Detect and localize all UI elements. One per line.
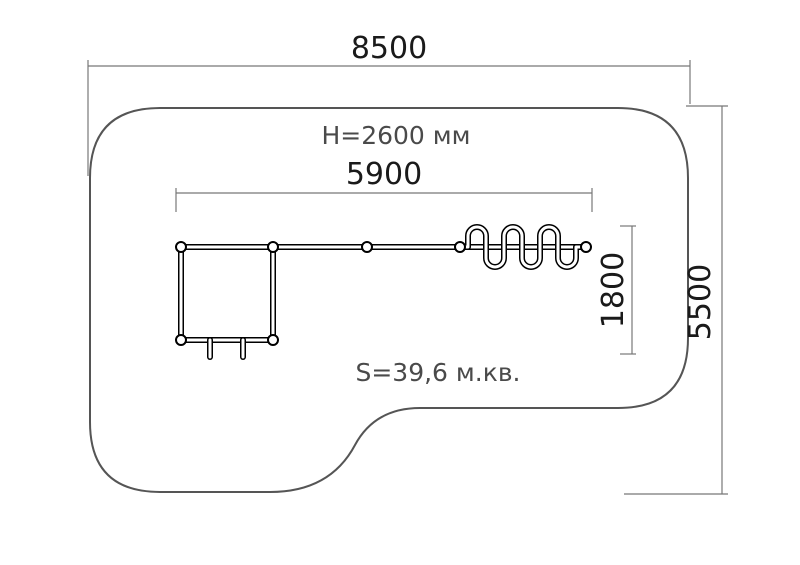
joint-climber-start bbox=[454, 241, 466, 253]
overall-depth-label: 5500 bbox=[683, 264, 718, 340]
frame-square bbox=[178, 244, 276, 343]
joint-bridge-middle bbox=[361, 241, 373, 253]
joint-frame-bottom-left bbox=[175, 334, 187, 346]
area-label: S=39,6 м.кв. bbox=[355, 358, 520, 387]
overall-width-label: 8500 bbox=[351, 31, 427, 66]
overall-depth-dimension: 5500 bbox=[624, 105, 728, 495]
overall-width-dimension: 8500 bbox=[87, 31, 691, 176]
joint-climber-end bbox=[580, 241, 592, 253]
joint-frame-top-right bbox=[267, 241, 279, 253]
joint-frame-top-left bbox=[175, 241, 187, 253]
equipment-structure bbox=[175, 224, 592, 360]
equipment-width-dimension: 1800 bbox=[596, 225, 636, 355]
joint-frame-bottom-right bbox=[267, 334, 279, 346]
equipment-width-label: 1800 bbox=[596, 252, 631, 328]
safety-zone-outline bbox=[89, 107, 689, 493]
equipment-height-label: H=2600 мм bbox=[321, 121, 470, 150]
equipment-length-label: 5900 bbox=[346, 157, 422, 192]
equipment-length-dimension: 5900 bbox=[175, 157, 593, 212]
